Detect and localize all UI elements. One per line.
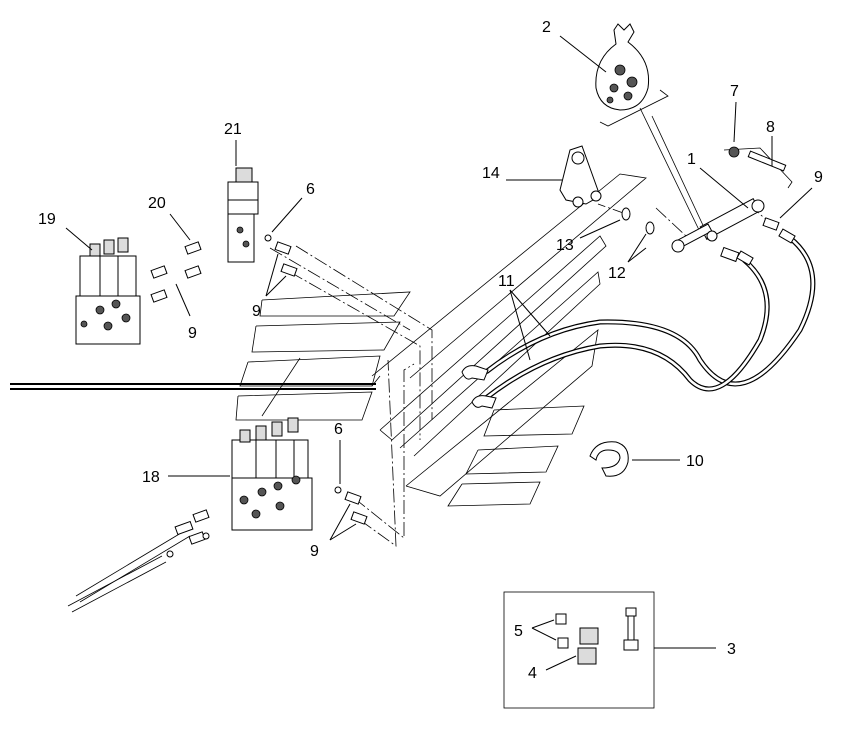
callout-6-top: 6 (306, 181, 315, 198)
part-11-hoses (461, 228, 816, 409)
part-7-nut (728, 101, 740, 158)
part-6-seal-lower (334, 440, 342, 494)
part-8-bolt (747, 136, 787, 172)
callout-9-left: 9 (188, 325, 197, 342)
part-2-parts-bag (559, 23, 709, 237)
part-14-bracket (506, 145, 602, 208)
callout-8: 8 (766, 119, 775, 136)
callout-7: 7 (730, 83, 739, 100)
callout-10: 10 (686, 453, 704, 470)
callout-12: 12 (608, 265, 626, 282)
callout-19: 19 (38, 211, 56, 228)
part-19-valve-stack (65, 227, 141, 345)
part-1-cylinder (671, 147, 793, 263)
part-18-valve-block (168, 417, 313, 531)
part-3-kit-box (503, 591, 716, 709)
part-6-seal-top (264, 197, 303, 242)
part-12-seals (627, 221, 655, 263)
callout-9-right: 9 (814, 169, 823, 186)
part-21-valve (227, 140, 259, 263)
lower-pipes (67, 509, 210, 613)
callout-13: 13 (556, 237, 574, 254)
callout-4: 4 (528, 665, 537, 682)
part-20-fittings (150, 213, 202, 317)
callout-6-lower: 6 (334, 421, 343, 438)
callout-20: 20 (148, 195, 166, 212)
part-9-fittings-top (265, 241, 298, 297)
part-13-seal (579, 207, 631, 239)
callout-5: 5 (514, 623, 523, 640)
callout-1: 1 (687, 151, 696, 168)
part-9-fittings-lower (329, 491, 368, 541)
frame-rail (10, 383, 376, 390)
callout-14: 14 (482, 165, 500, 182)
callout-21: 21 (224, 121, 242, 138)
dash-dot-lines (269, 203, 777, 547)
callout-labels: 1 2 3 4 5 6 6 7 8 9 9 9 9 10 11 12 13 14… (38, 19, 823, 682)
callout-11: 11 (498, 273, 515, 290)
callout-2: 2 (542, 19, 551, 36)
callout-9-top: 9 (252, 303, 261, 320)
callout-3: 3 (727, 641, 736, 658)
callout-18: 18 (142, 469, 160, 486)
callout-9-lower: 9 (310, 543, 319, 560)
part-10-clip (589, 441, 680, 477)
part-9-fitting-right (762, 187, 813, 231)
